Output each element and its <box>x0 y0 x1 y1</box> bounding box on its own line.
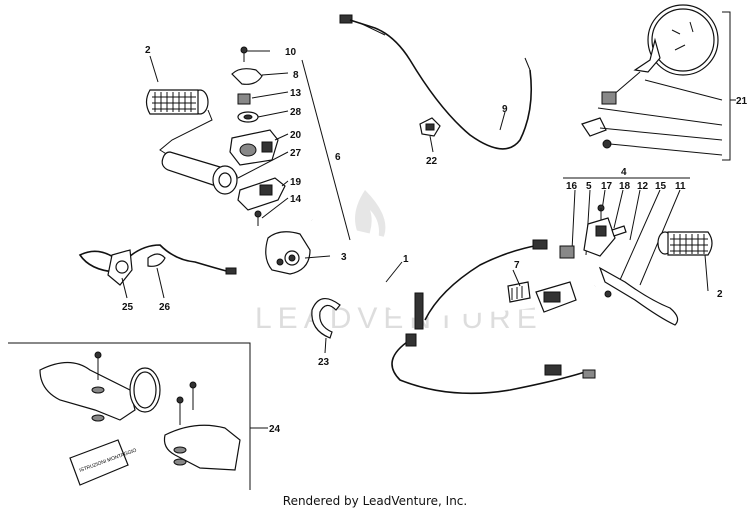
retaining-ring <box>311 298 341 339</box>
callout-5: 5 <box>586 181 592 192</box>
callout-22: 22 <box>426 156 438 167</box>
switch-wiring <box>78 244 237 286</box>
callout-12: 12 <box>637 181 649 192</box>
callout-11: 11 <box>675 181 686 192</box>
callout-8: 8 <box>293 70 299 81</box>
clutch-lever-assembly <box>559 204 679 326</box>
cable-clip <box>419 117 441 137</box>
instruction-booklet <box>69 439 129 486</box>
handlebar-clamp-mark <box>414 292 424 330</box>
throttle-tube <box>161 151 238 195</box>
callout-27: 27 <box>290 148 302 159</box>
callout-7: 7 <box>514 260 520 271</box>
hand-guards-kit: ISTRUZIONI MONTAGGIO <box>39 351 241 486</box>
callout-18: 18 <box>619 181 631 192</box>
callout-23: 23 <box>318 357 330 368</box>
callout-21: 21 <box>736 96 748 107</box>
callout-2-right-grip: 2 <box>717 289 723 300</box>
callout-9: 9 <box>502 104 508 115</box>
mirror <box>581 4 719 149</box>
callout-6: 6 <box>335 152 341 163</box>
throttle-housing-parts <box>229 46 286 226</box>
hand-guard-box <box>8 342 251 490</box>
callout-3: 3 <box>341 252 347 263</box>
callout-15: 15 <box>655 181 667 192</box>
callout-19: 19 <box>290 177 302 188</box>
callout-labels: 2 10 8 13 28 20 27 6 19 14 3 9 22 21 4 1… <box>122 45 748 435</box>
callout-16: 16 <box>566 181 578 192</box>
callout-20: 20 <box>290 130 302 141</box>
left-grip <box>145 89 209 115</box>
clutch-cable <box>391 239 596 395</box>
callout-2-left-grip: 2 <box>145 45 151 56</box>
callout-24: 24 <box>269 424 281 435</box>
callout-4: 4 <box>621 167 627 178</box>
callout-10: 10 <box>285 47 297 58</box>
right-grip <box>657 231 713 256</box>
throttle-cable <box>339 14 533 150</box>
callout-1: 1 <box>403 254 409 265</box>
callout-13: 13 <box>290 88 302 99</box>
callout-28: 28 <box>290 107 302 118</box>
callout-17: 17 <box>601 181 613 192</box>
callout-25: 25 <box>122 302 134 313</box>
callout-26: 26 <box>159 302 171 313</box>
group-bracket-21 <box>722 11 736 161</box>
footer-credit: Rendered by LeadVenture, Inc. <box>282 494 468 508</box>
group-bracket-6 <box>301 59 351 241</box>
callout-14: 14 <box>290 194 302 205</box>
leader-lines <box>121 50 709 354</box>
switch-housing <box>265 231 311 275</box>
